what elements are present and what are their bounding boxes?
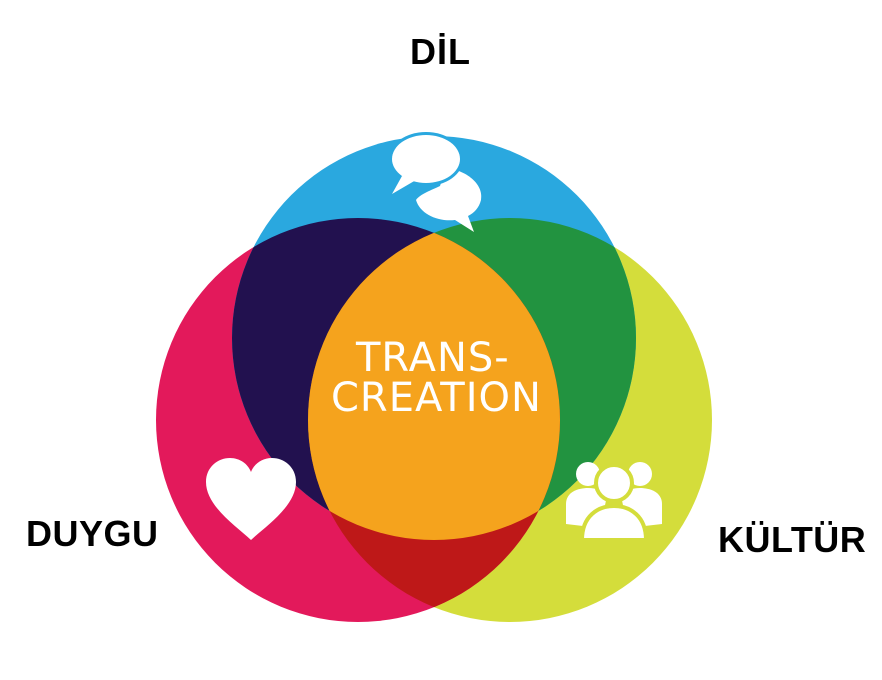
set-label-left: DUYGU: [26, 513, 159, 554]
people-group-icon: [566, 462, 662, 542]
center-label-line1: TRANS-: [355, 335, 510, 381]
intersection-center: [308, 218, 560, 540]
heart-icon: [206, 458, 296, 540]
set-label-top: DİL: [410, 31, 471, 72]
center-label-line2: CREATION: [331, 375, 542, 421]
speech-bubbles-icon: [389, 132, 482, 232]
set-label-right: KÜLTÜR: [718, 519, 867, 560]
